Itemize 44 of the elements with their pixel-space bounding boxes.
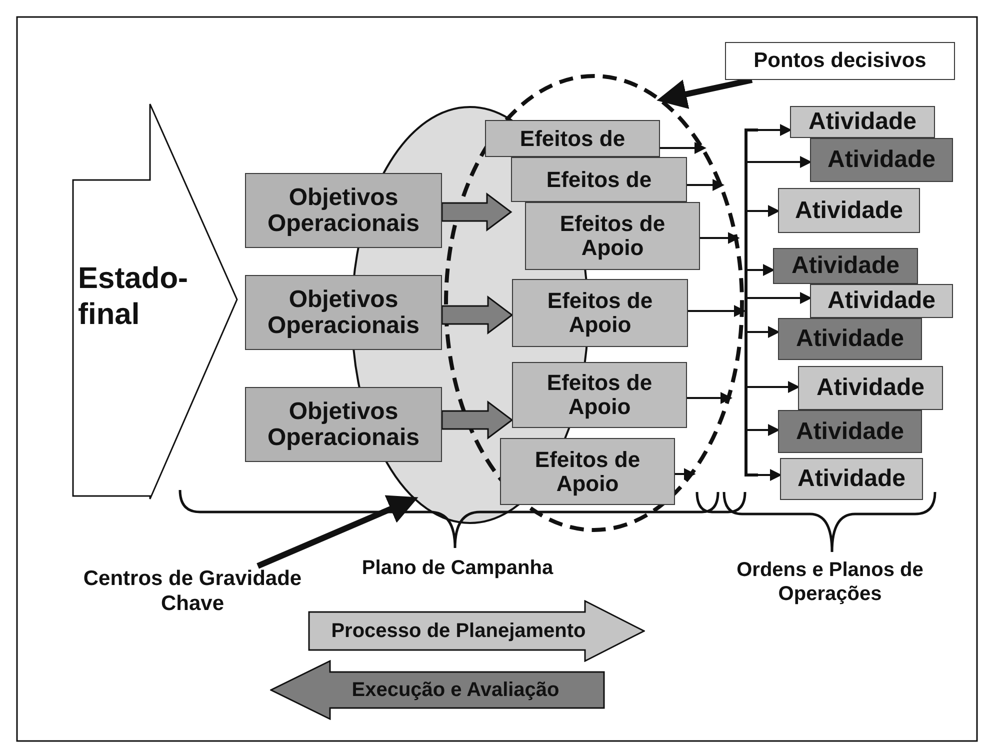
arrow [256, 495, 418, 569]
activity-box: Atividade [810, 138, 953, 182]
objective-box: Objetivos Operacionais [245, 173, 442, 248]
arrow [746, 381, 800, 393]
arrow-label: Execução e Avaliação [350, 678, 560, 702]
activity-box: Atividade [773, 248, 918, 284]
arrow [687, 392, 732, 404]
block-arrow [72, 103, 238, 500]
trunk-line [744, 128, 758, 476]
arrow [700, 232, 740, 244]
bracket-label: Ordens e Planos de Operações [736, 558, 924, 606]
arrow-label: Estado-final [78, 261, 190, 333]
arrow [746, 124, 792, 136]
arrow [656, 77, 753, 109]
activity-box: Atividade [778, 318, 922, 360]
arrow [688, 305, 746, 317]
arrow [746, 469, 782, 481]
objective-box: Objetivos Operacionais [245, 275, 442, 350]
activity-box: Atividade [790, 106, 935, 138]
arrow [687, 179, 725, 191]
block-arrow [441, 192, 512, 232]
activity-box: Atividade [778, 410, 922, 453]
arrow-label: Processo de Planejamento [330, 619, 587, 643]
arrow [746, 292, 812, 304]
callout-text: Centros de Gravidade Chave [55, 566, 330, 622]
arrow [660, 142, 706, 154]
block-arrow [308, 600, 645, 662]
activity-box: Atividade [810, 284, 953, 318]
arrow [746, 156, 812, 168]
arrow [746, 264, 775, 276]
activity-box: Atividade [780, 458, 923, 500]
block-arrow [270, 660, 605, 720]
dashed-ellipse [444, 74, 744, 532]
callout-box: Pontos decisivos [725, 42, 955, 80]
arrow [746, 424, 780, 436]
arrow [746, 205, 780, 217]
arrow [746, 326, 780, 338]
bracket-label: Plano de Campanha [360, 556, 554, 580]
arrow [675, 468, 696, 480]
activity-box: Atividade [778, 188, 920, 233]
activity-box: Atividade [798, 366, 943, 410]
objective-box: Objetivos Operacionais [245, 387, 442, 462]
block-arrow [441, 296, 514, 334]
block-arrow [441, 400, 514, 440]
